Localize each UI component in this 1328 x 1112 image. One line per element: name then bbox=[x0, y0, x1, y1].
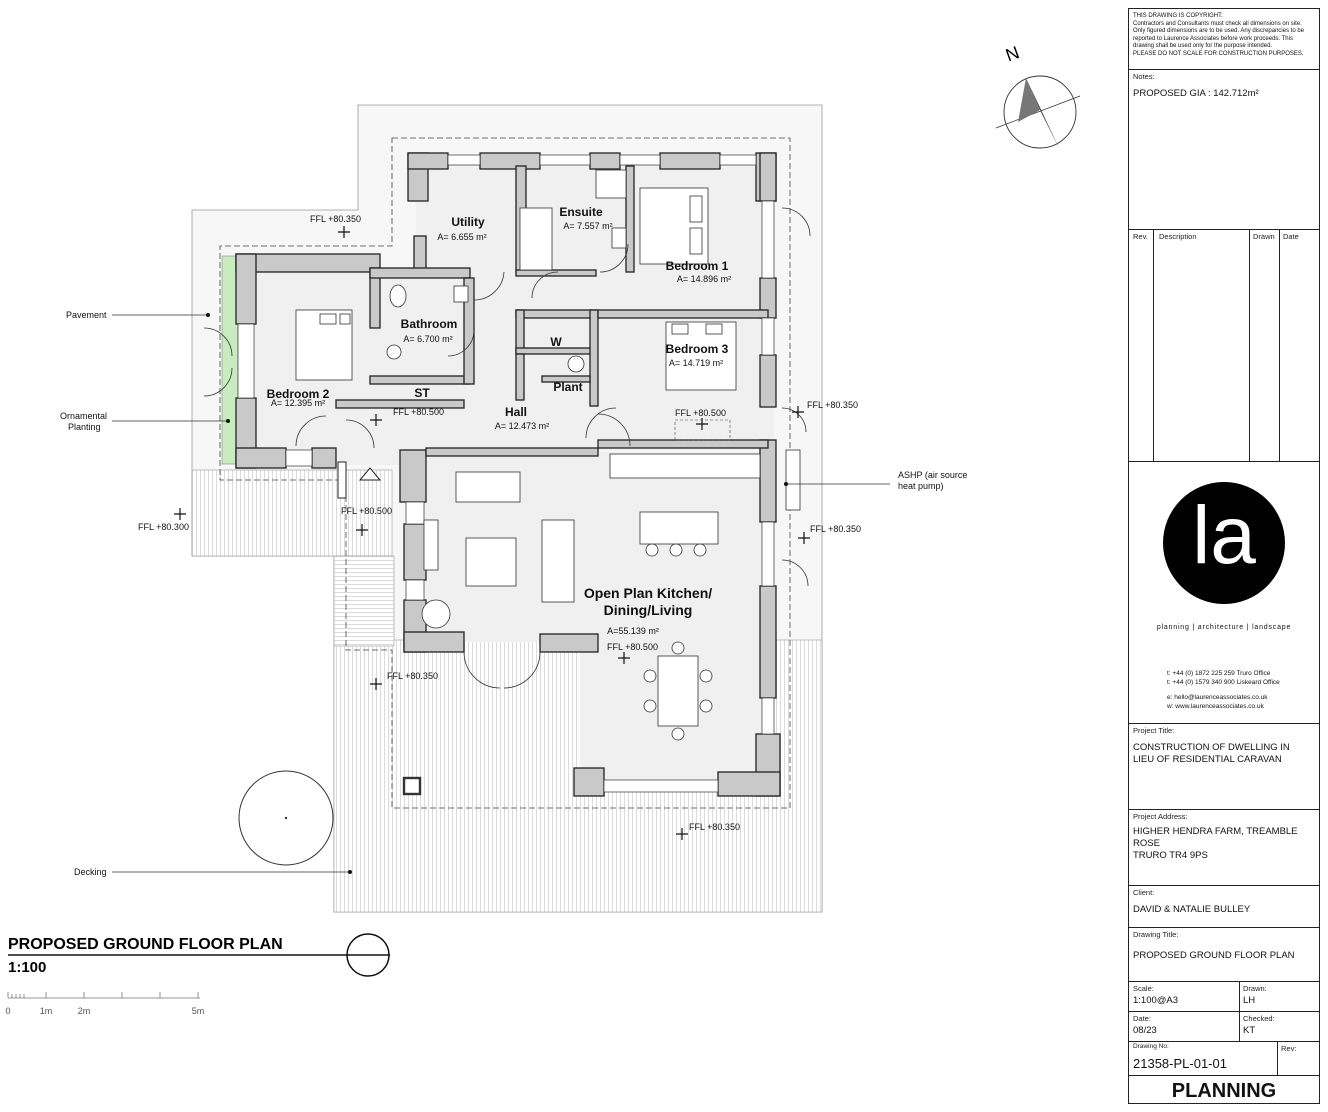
drawing-number: 21358-PL-01-01 bbox=[1133, 1056, 1227, 1071]
scale-bar bbox=[7, 992, 200, 999]
drawing-title: PROPOSED GROUND FLOOR PLAN bbox=[8, 936, 283, 953]
project-address-label: Project Address: bbox=[1133, 812, 1188, 821]
entrance-steps bbox=[337, 461, 382, 499]
company-block: la planning | architecture | landscape t… bbox=[1129, 461, 1319, 723]
drawn-column-label: Drawn bbox=[1253, 232, 1275, 241]
client-name: DAVID & NATALIE BULLEY bbox=[1133, 904, 1251, 915]
room-name-ensuite: Ensuite bbox=[559, 205, 603, 219]
project-title: CONSTRUCTION OF DWELLING IN LIEU OF RESI… bbox=[1133, 742, 1290, 765]
north-arrow bbox=[995, 75, 1081, 150]
drawing-status: PLANNING bbox=[1171, 1080, 1277, 1102]
project-address: HIGHER HENDRA FARM, TREAMBLE ROSE TRURO … bbox=[1133, 826, 1298, 861]
level-label-7: FFL +80.350 bbox=[810, 524, 861, 534]
scale-bar-label-5m: 5m bbox=[192, 1006, 205, 1016]
room-name-kitchen-line-1: Open Plan Kitchen/ bbox=[584, 585, 712, 601]
tree bbox=[238, 770, 334, 866]
level-label-4: FFL +80.350 bbox=[807, 400, 858, 410]
client-label: Client: bbox=[1133, 888, 1155, 897]
titleblock-drawing-title: PROPOSED GROUND FLOOR PLAN bbox=[1133, 950, 1295, 961]
drawing-title-symbol bbox=[346, 933, 390, 977]
scale-value: 1:100@A3 bbox=[1133, 995, 1179, 1006]
room-name-kitchen-line-2: Dining/Living bbox=[604, 602, 693, 618]
room-area-bedroom-1: A= 14.896 m² bbox=[677, 274, 731, 284]
level-label-2: FFL +80.500 bbox=[393, 407, 444, 417]
drawn-value: LH bbox=[1243, 995, 1256, 1006]
project-title-label: Project Title: bbox=[1133, 726, 1175, 735]
north-label: N bbox=[1003, 42, 1022, 65]
annotation-decking: Decking bbox=[74, 867, 107, 877]
phone-truro: t: +44 (0) 1872 225 259 Truro Office bbox=[1167, 670, 1271, 677]
level-label-3: FFL +80.500 bbox=[675, 408, 726, 418]
scale-bar-label-1m: 1m bbox=[40, 1006, 53, 1016]
notes-label: Notes: bbox=[1133, 72, 1155, 81]
drawing-title-label: Drawing Title: bbox=[1133, 930, 1179, 939]
room-area-ensuite: A= 7.557 m² bbox=[563, 221, 612, 231]
revision-label: Rev: bbox=[1281, 1044, 1297, 1053]
level-label-5: FFL +80.300 bbox=[138, 522, 189, 532]
drawing-scale: 1:100 bbox=[8, 959, 46, 976]
date-column-label: Date bbox=[1283, 232, 1299, 241]
annotation-ashp-line-2: heat pump) bbox=[898, 481, 944, 491]
date-value: 08/23 bbox=[1133, 1025, 1157, 1036]
company-logo-text: la bbox=[1192, 490, 1256, 581]
room-area-bathroom: A= 6.700 m² bbox=[403, 334, 452, 344]
room-area-kitchen: A=55.139 m² bbox=[607, 626, 659, 636]
company-website: w: www.laurenceassociates.co.uk bbox=[1167, 703, 1264, 710]
room-area-bedroom-3: A= 14.719 m² bbox=[669, 358, 723, 368]
room-name-utility: Utility bbox=[451, 215, 485, 229]
checked-value: KT bbox=[1243, 1025, 1256, 1036]
room-name-plant: Plant bbox=[553, 380, 582, 394]
company-email: e: hello@laurenceassociates.co.uk bbox=[1167, 694, 1268, 701]
annotation-planting-line-2: Planting bbox=[68, 422, 101, 432]
drawing-number-label: Drawing No: bbox=[1133, 1043, 1169, 1050]
annotation-ashp-line-1: ASHP (air source bbox=[898, 470, 967, 480]
scale-bar-label-0: 0 bbox=[5, 1006, 10, 1016]
drawn-label: Drawn: bbox=[1243, 984, 1267, 993]
room-area-utility: A= 6.655 m² bbox=[437, 232, 486, 242]
revision-table: Rev. Description Drawn Date bbox=[1129, 229, 1319, 461]
doors bbox=[203, 207, 811, 689]
room-name-st: ST bbox=[414, 386, 430, 400]
room-area-hall: A= 12.473 m² bbox=[495, 421, 549, 431]
description-column-label: Description bbox=[1159, 232, 1197, 241]
date-label: Date: bbox=[1133, 1014, 1151, 1023]
annotation-planting-line-1: Ornamental bbox=[60, 411, 107, 421]
rev-column-label: Rev. bbox=[1133, 232, 1148, 241]
phone-liskeard: t: +44 (0) 1579 340 900 Liskeard Office bbox=[1167, 679, 1280, 686]
level-label-10: FFL +80.350 bbox=[689, 822, 740, 832]
room-name-hall: Hall bbox=[505, 405, 527, 419]
level-label-6: FFL +80.500 bbox=[341, 506, 392, 516]
room-area-bedroom-2: A= 12.395 m² bbox=[271, 398, 325, 408]
furniture bbox=[295, 169, 801, 796]
notes-text: PROPOSED GIA : 142.712m² bbox=[1133, 88, 1259, 99]
room-name-bedroom-3: Bedroom 3 bbox=[666, 342, 729, 356]
copyright-notice: THIS DRAWING IS COPYRIGHT. Contractors a… bbox=[1133, 13, 1305, 57]
room-name-bathroom: Bathroom bbox=[401, 317, 458, 331]
company-logo: la bbox=[1163, 482, 1285, 604]
scale-label: Scale: bbox=[1133, 984, 1154, 993]
room-name-bedroom-2: Bedroom 2 bbox=[267, 387, 330, 401]
windows bbox=[237, 154, 775, 793]
title-block: THIS DRAWING IS COPYRIGHT. Contractors a… bbox=[1128, 8, 1320, 1104]
room-name-bedroom-1: Bedroom 1 bbox=[666, 259, 729, 273]
annotation-pavement: Pavement bbox=[66, 310, 107, 320]
eaves-line bbox=[219, 137, 791, 809]
company-tagline: planning | architecture | landscape bbox=[1156, 624, 1292, 631]
checked-label: Checked: bbox=[1243, 1014, 1275, 1023]
level-label-8: FFL +80.500 bbox=[607, 642, 658, 652]
room-name-w: W bbox=[550, 335, 562, 349]
scale-bar-label-2m: 2m bbox=[78, 1006, 91, 1016]
level-label-9: FFL +80.350 bbox=[387, 671, 438, 681]
floor-plan-drawing: N Utility Ensuite Bedroom 1 Bathroom Bed… bbox=[5, 42, 1081, 1016]
level-label-1: FFL +80.350 bbox=[310, 214, 361, 224]
